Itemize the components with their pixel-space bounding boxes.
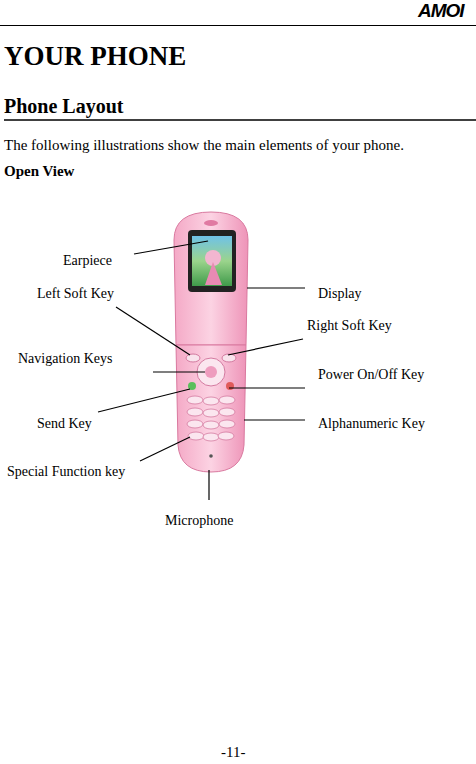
left-soft-key — [186, 354, 200, 362]
body-text: The following illustrations show the mai… — [4, 137, 404, 154]
phone-base — [176, 345, 246, 472]
leader-lines — [98, 241, 305, 500]
screen — [192, 236, 232, 286]
callout-label: Navigation Keys — [18, 351, 112, 367]
callout-label: Special Function key — [7, 464, 125, 480]
callout-label: Earpiece — [63, 253, 112, 269]
callout-label: Send Key — [37, 416, 92, 432]
callout-label: Alphanumeric Key — [318, 416, 425, 432]
phone-lid — [174, 212, 248, 345]
callout-label: Right Soft Key — [307, 318, 392, 334]
section-heading: Phone Layout — [4, 95, 123, 118]
callout-label: Left Soft Key — [37, 286, 114, 302]
earpiece — [204, 220, 218, 226]
power-key — [226, 382, 234, 390]
microphone — [209, 454, 213, 458]
alphanumeric-keys — [187, 396, 235, 441]
brand-logo: AMOI — [418, 0, 464, 22]
page-number: -11- — [221, 744, 245, 761]
heading-rule — [4, 119, 476, 121]
callout-label: Power On/Off Key — [318, 367, 424, 383]
screen-figure — [205, 262, 222, 285]
header-rule — [0, 25, 476, 26]
navigation-center — [205, 366, 217, 378]
callout-label: Display — [318, 286, 362, 302]
subheading: Open View — [4, 163, 74, 180]
screen-frame — [188, 230, 236, 292]
callout-label: Microphone — [165, 513, 233, 529]
page-title: YOUR PHONE — [4, 41, 186, 72]
